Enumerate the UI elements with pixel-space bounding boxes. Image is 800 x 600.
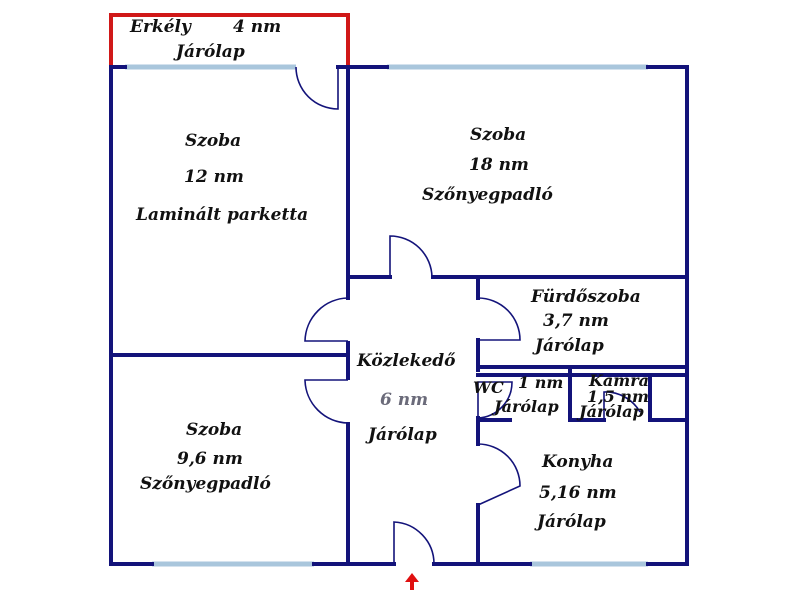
- room-left-bottom-floor: Szőnyegpadló: [140, 474, 271, 494]
- room-left-bottom-area: 9,6 nm: [177, 449, 243, 469]
- door-wc: [477, 381, 513, 419]
- kitchen-name: Konyha: [541, 452, 613, 472]
- balcony-outline: [109, 13, 350, 66]
- door-left-bottom-room: [304, 379, 349, 424]
- room-left-top-floor: Laminált parketta: [135, 205, 308, 225]
- room-right-top-area: 18 nm: [469, 155, 529, 175]
- balcony-floor: Járólap: [173, 42, 245, 62]
- door-pantry: [603, 391, 641, 420]
- door-kitchen: [477, 443, 521, 506]
- balcony-area: 4 nm: [233, 17, 281, 37]
- hallway-area: 6 nm: [380, 390, 428, 410]
- door-left-top-room: [304, 297, 349, 342]
- balcony-name: Erkély: [129, 17, 192, 37]
- walls: [109, 65, 689, 566]
- room-left-top-name: Szoba: [185, 131, 241, 151]
- kitchen-floor: Járólap: [534, 512, 606, 532]
- entrance-arrow-icon: [405, 573, 419, 590]
- wc-floor: Járólap: [491, 397, 559, 416]
- door-balcony: [295, 66, 339, 110]
- room-right-top-floor: Szőnyegpadló: [422, 185, 553, 205]
- bathroom-area: 3,7 nm: [543, 311, 609, 331]
- pantry-floor: Járólap: [576, 402, 644, 421]
- pantry-name: Kamra: [588, 371, 649, 390]
- hallway-floor: Járólap: [365, 425, 437, 445]
- doors: [295, 66, 641, 565]
- balcony-railing: [109, 13, 350, 66]
- bathroom-floor: Járólap: [532, 336, 604, 356]
- door-big-room: [389, 235, 433, 278]
- room-left-bottom-name: Szoba: [186, 420, 242, 440]
- entrance-arrow-head: [405, 573, 419, 582]
- door-bathroom: [477, 297, 521, 341]
- wc-name: WC: [473, 378, 504, 397]
- hallway-name: Közlekedő: [356, 351, 456, 371]
- bathroom-name: Fürdőszoba: [530, 287, 641, 307]
- entrance-arrow-stem: [410, 581, 414, 590]
- room-left-top-area: 12 nm: [184, 167, 244, 187]
- door-entrance: [393, 521, 435, 565]
- kitchen-area: 5,16 nm: [539, 483, 617, 503]
- room-right-top-name: Szoba: [470, 125, 526, 145]
- pantry-area: 1,5 nm: [587, 387, 649, 406]
- wc-area: 1 nm: [518, 373, 563, 392]
- windows: [125, 64, 648, 567]
- labels: Erkély 4 nm Járólap Szoba 12 nm Laminált…: [129, 17, 649, 532]
